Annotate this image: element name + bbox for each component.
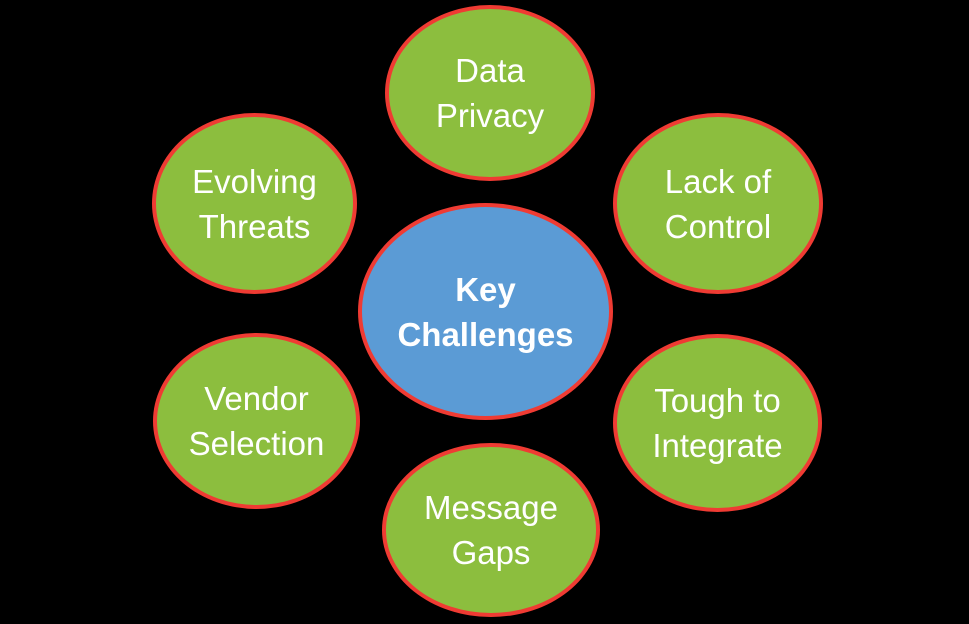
node-evolving-threats-label-line2: Threats (198, 207, 311, 245)
node-message-gaps-label-line2: Gaps (451, 534, 531, 571)
node-lack-of-control-label-line2: Control (664, 207, 772, 245)
node-vendor-selection-label-line1: Vendor (204, 380, 309, 417)
node-evolving-threats-label-line1: Evolving (192, 162, 317, 200)
node-key-challenges: Key Challenges (358, 203, 613, 420)
node-data-privacy-label-line1: Data (455, 52, 525, 89)
node-tough-to-integrate-label-line2: Integrate (652, 427, 783, 464)
node-tough-to-integrate-label-line1: Tough to (654, 382, 781, 419)
node-vendor-selection-label-line2: Selection (188, 425, 325, 462)
node-message-gaps: Message Gaps (382, 443, 600, 617)
node-vendor-selection: Vendor Selection (153, 333, 360, 509)
node-tough-to-integrate: Tough to Integrate (613, 334, 822, 512)
node-data-privacy: Data Privacy (385, 5, 595, 181)
node-key-challenges-label-line2: Challenges (397, 315, 574, 353)
node-lack-of-control-label-line1: Lack of (664, 162, 772, 200)
node-lack-of-control: Lack of Control (613, 113, 823, 294)
node-data-privacy-label-line2: Privacy (435, 97, 545, 134)
node-message-gaps-label-line1: Message (424, 489, 558, 526)
node-evolving-threats: Evolving Threats (152, 113, 357, 294)
node-key-challenges-label-line1: Key (455, 270, 516, 308)
